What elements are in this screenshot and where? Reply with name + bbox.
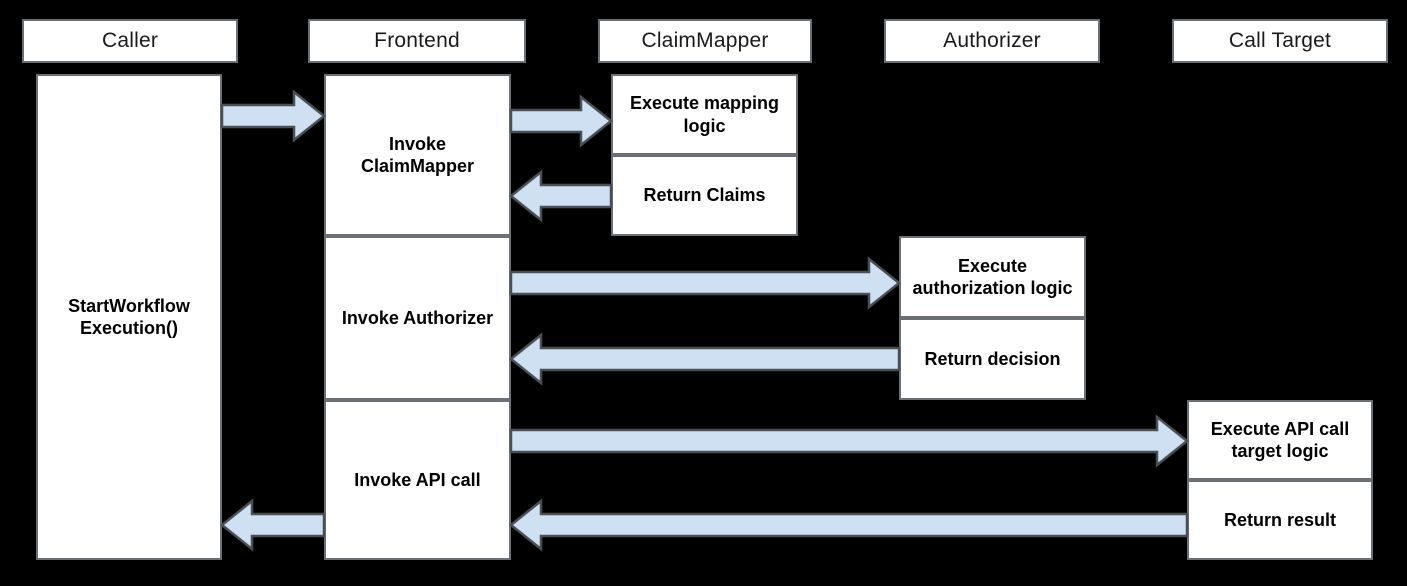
lifeline-header-authorizer-label: Authorizer xyxy=(943,29,1041,52)
activation-calltarget-return-result-label: Return result xyxy=(1223,509,1337,530)
lifeline-header-frontend-label: Frontend xyxy=(374,29,460,52)
arrow-calltarget-to-frontend-response[interactable] xyxy=(508,498,1189,552)
activation-authorizer-return-decision-label: Return decision xyxy=(924,348,1061,369)
arrow-caller-to-frontend-request[interactable] xyxy=(220,89,327,143)
activation-claimmapper-execute-mapping-logic[interactable]: Execute mapping logic xyxy=(611,74,798,155)
activation-calltarget-execute-api-call-target-logic[interactable]: Execute API call target logic xyxy=(1187,400,1373,480)
activation-frontend-invoke-api-call[interactable]: Invoke API call xyxy=(324,400,511,560)
lifeline-header-frontend[interactable]: Frontend xyxy=(308,19,526,63)
activation-frontend-invoke-authorizer[interactable]: Invoke Authorizer xyxy=(324,236,511,400)
activation-calltarget-return-result[interactable]: Return result xyxy=(1187,480,1373,560)
lifeline-header-calltarget-label: Call Target xyxy=(1228,29,1332,52)
activation-calltarget-execute-api-call-target-logic-label: Execute API call target logic xyxy=(1210,418,1350,462)
arrow-claimmapper-to-frontend-response[interactable] xyxy=(508,169,613,223)
activation-authorizer-execute-authorization-logic[interactable]: Execute authorization logic xyxy=(899,236,1086,318)
lifeline-header-caller-label: Caller xyxy=(101,29,159,52)
arrow-frontend-to-authorizer-request[interactable] xyxy=(509,256,902,310)
activation-frontend-invoke-claimmapper-label: Invoke ClaimMapper xyxy=(360,133,475,177)
activation-authorizer-execute-authorization-logic-label: Execute authorization logic xyxy=(912,255,1073,299)
activation-caller-startworkflow-label: StartWorkflow Execution() xyxy=(68,295,190,339)
lifeline-header-authorizer[interactable]: Authorizer xyxy=(884,19,1100,63)
arrow-frontend-to-caller-response[interactable] xyxy=(219,498,326,552)
arrow-authorizer-to-frontend-response[interactable] xyxy=(508,332,901,386)
activation-claimmapper-execute-mapping-logic-label: Execute mapping logic xyxy=(629,93,780,136)
arrow-frontend-to-calltarget-request[interactable] xyxy=(509,414,1190,468)
activation-frontend-invoke-api-call-label: Invoke API call xyxy=(354,469,481,490)
lifeline-header-claimmapper[interactable]: ClaimMapper xyxy=(598,19,812,63)
activation-frontend-invoke-authorizer-label: Invoke Authorizer xyxy=(341,307,494,328)
activation-frontend-invoke-claimmapper[interactable]: Invoke ClaimMapper xyxy=(324,74,511,236)
lifeline-header-calltarget[interactable]: Call Target xyxy=(1172,19,1388,63)
activation-authorizer-return-decision[interactable]: Return decision xyxy=(899,318,1086,400)
activation-claimmapper-return-claims-label: Return Claims xyxy=(643,185,766,206)
lifeline-header-claimmapper-label: ClaimMapper xyxy=(641,29,769,52)
lifeline-header-caller[interactable]: Caller xyxy=(22,19,238,63)
activation-caller-startworkflow[interactable]: StartWorkflow Execution() xyxy=(36,74,222,560)
arrow-frontend-to-claimmapper-request[interactable] xyxy=(509,94,614,148)
activation-claimmapper-return-claims[interactable]: Return Claims xyxy=(611,155,798,236)
